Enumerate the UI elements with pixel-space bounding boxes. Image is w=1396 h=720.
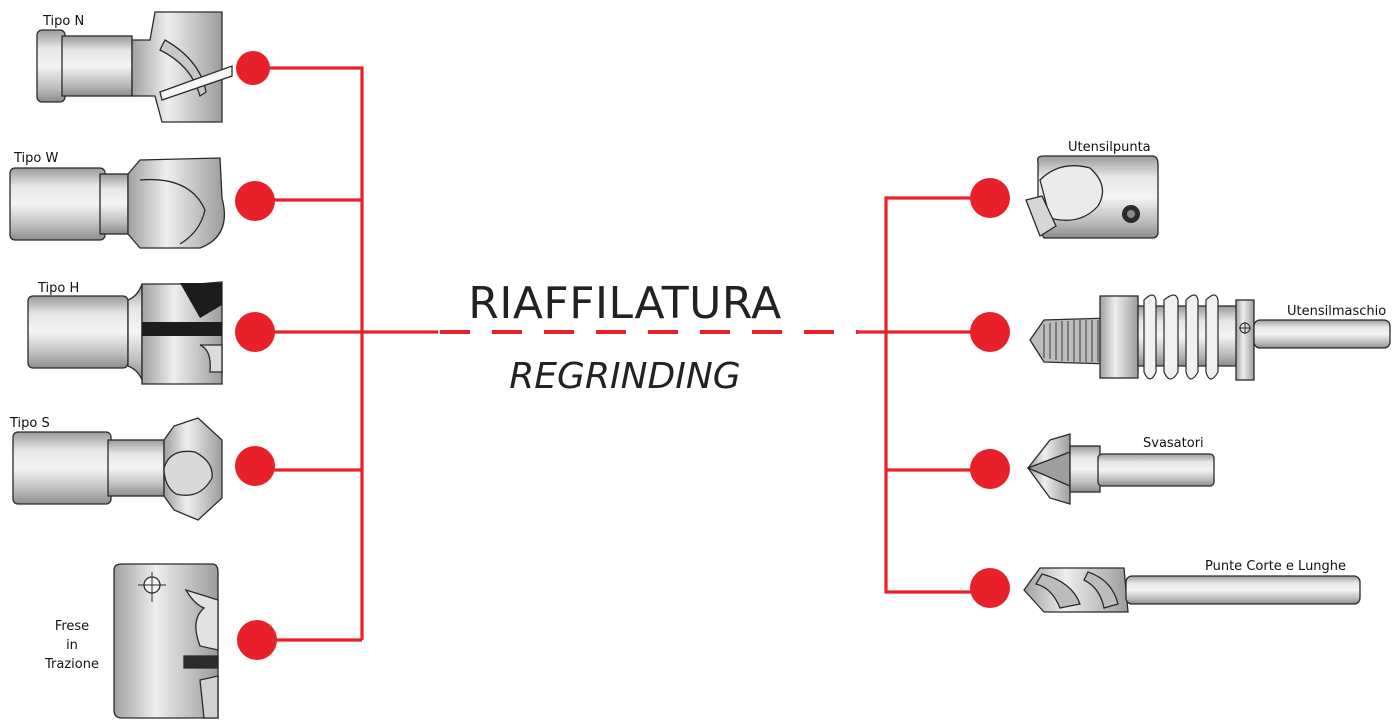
tipo-s-label: Tipo S — [9, 416, 50, 431]
thread-icon — [1043, 320, 1105, 362]
frese-label-line-3: Trazione — [44, 657, 99, 672]
tipo-n-cutter-icon — [36, 11, 233, 123]
page-title: RIAFFILATURA — [468, 278, 781, 329]
right-connector-dot — [970, 449, 1010, 489]
tipo-h-label: Tipo H — [37, 281, 79, 296]
frese-in-trazione-icon — [113, 563, 219, 719]
punte-corte-lunghe-label: Punte Corte e Lunghe — [1205, 559, 1346, 574]
utensilpunta-label: Utensilpunta — [1068, 140, 1151, 155]
left-connector-dot — [236, 51, 270, 85]
page-subtitle: REGRINDING — [509, 356, 740, 397]
tipo-w-label: Tipo W — [13, 151, 58, 166]
right-connector-dot — [970, 178, 1010, 218]
tipo-h-cutter-icon — [27, 281, 223, 385]
right-connector-dot — [970, 568, 1010, 608]
left-connector-dot — [237, 620, 277, 660]
left-connector-dot — [235, 312, 275, 352]
utensilmaschio-label: Utensilmaschio — [1287, 304, 1386, 319]
frese-label-line-1: Frese — [55, 619, 89, 634]
frese-label-line-2: in — [66, 638, 78, 653]
right-connector-tree — [858, 178, 1010, 608]
tipo-w-cutter-icon — [9, 157, 226, 249]
utensilmaschio-icon — [1029, 294, 1391, 381]
svasatori-label: Svasatori — [1143, 436, 1204, 451]
left-connector-dot — [235, 181, 275, 221]
utensilpunta-icon — [1025, 155, 1159, 239]
left-connector-dot — [235, 446, 275, 486]
left-connector-tree — [235, 51, 438, 660]
svasatori-icon — [1026, 433, 1215, 505]
punte-corte-lunghe-icon — [1023, 567, 1361, 613]
tipo-s-cutter-icon — [12, 417, 223, 521]
tipo-n-label: Tipo N — [42, 14, 84, 29]
right-connector-dot — [970, 312, 1010, 352]
